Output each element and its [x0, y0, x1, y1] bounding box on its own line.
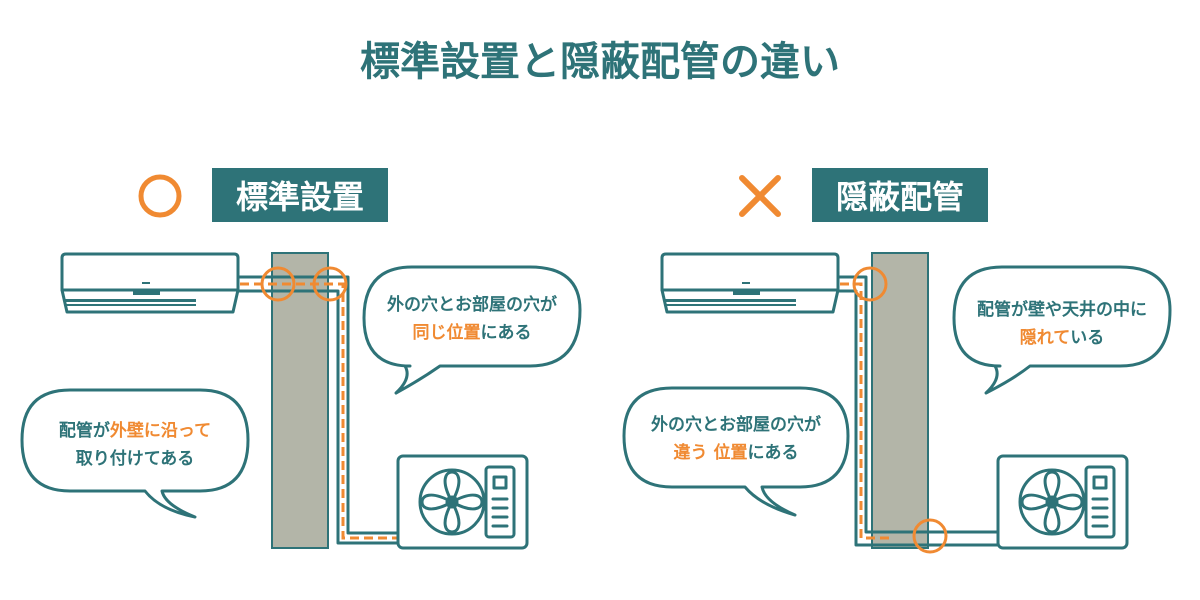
- speech-bubble-left: 外の穴とお部屋の穴が 違う 位置にある: [622, 386, 850, 517]
- outdoor-hole-marker: [912, 518, 948, 554]
- svg-text:配管が外壁に沿って: 配管が外壁に沿って: [59, 420, 211, 441]
- outdoor-unit-icon: [396, 454, 529, 550]
- svg-text:違う 位置にある: 違う 位置にある: [674, 442, 799, 463]
- standard-panel: 標準設置 外の穴とお部屋の穴が 同じ位置にある 配管が外壁に沿って 取り付けてあ…: [20, 168, 582, 550]
- indoor-unit-icon: [660, 252, 840, 314]
- pipe-route: [240, 282, 398, 540]
- indoor-hole-marker: [260, 266, 296, 302]
- concealed-label-box: [812, 168, 988, 222]
- speech-bubble-right: 外の穴とお部屋の穴が 同じ位置にある: [362, 265, 582, 395]
- standard-label: 標準設置: [236, 178, 364, 216]
- svg-text:取り付けてある: 取り付けてある: [76, 448, 195, 469]
- speech-bubble-left: 配管が外壁に沿って 取り付けてある: [20, 388, 250, 519]
- concealed-label: 隠蔽配管: [836, 178, 964, 216]
- speech-bubble-right: 配管が壁や天井の中に 隠れている: [952, 265, 1172, 395]
- wall: [871, 252, 929, 549]
- cross-mark-icon: [739, 175, 781, 217]
- svg-text:配管が壁や天井の中に: 配管が壁や天井の中に: [977, 299, 1147, 320]
- svg-text:隠れている: 隠れている: [1020, 327, 1105, 348]
- wall: [271, 252, 329, 549]
- indoor-unit-icon: [60, 252, 240, 314]
- outdoor-hole-marker: [312, 266, 348, 302]
- svg-text:外の穴とお部屋の穴が: 外の穴とお部屋の穴が: [387, 294, 557, 315]
- svg-text:同じ位置にある: 同じ位置にある: [413, 322, 532, 343]
- svg-text:外の穴とお部屋の穴が: 外の穴とお部屋の穴が: [651, 414, 821, 435]
- outdoor-unit-icon: [996, 454, 1129, 550]
- circle-mark-icon: [138, 174, 182, 218]
- page-title: 標準設置と隠蔽配管の違い: [360, 39, 840, 85]
- pipe-route: [840, 282, 890, 540]
- indoor-hole-marker: [852, 266, 888, 302]
- concealed-panel: 隠蔽配管 配管が壁や天井の中に 隠れている 外の穴とお部屋の穴が 違う 位置にあ…: [622, 168, 1172, 554]
- standard-label-box: [212, 168, 388, 222]
